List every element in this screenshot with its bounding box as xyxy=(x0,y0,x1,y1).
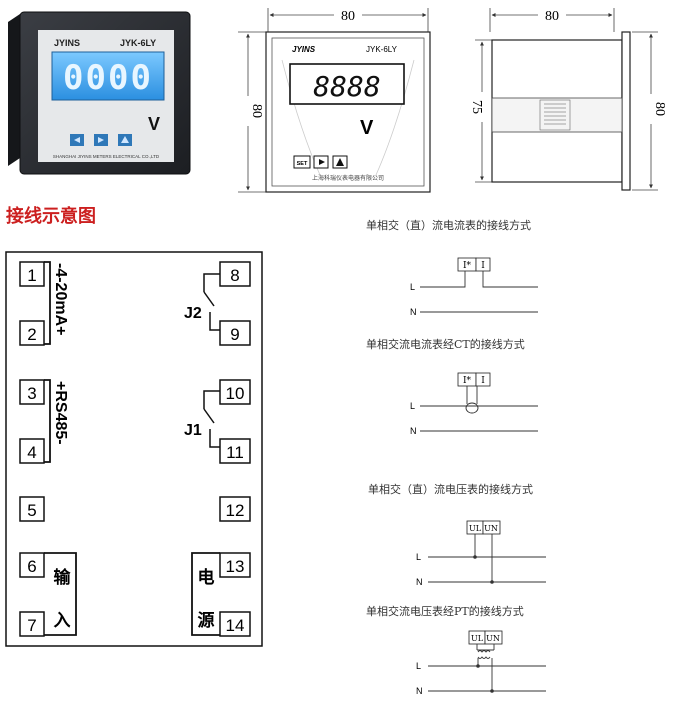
label-4-20ma: -4-20mA+ xyxy=(52,263,69,335)
pt-coil-top xyxy=(477,650,491,653)
side-body-height-label: 75 xyxy=(469,100,484,114)
label-power-1: 电 xyxy=(198,567,215,588)
terminal-box-right-6 xyxy=(219,611,251,637)
relay-j1-label: J1 xyxy=(184,422,202,439)
label-power-2: 源 xyxy=(198,610,215,631)
terminal-number: 5 xyxy=(27,501,36,520)
terminal-box-right-4 xyxy=(219,496,251,522)
terminal-box-left-2 xyxy=(19,379,45,405)
terminal-number: 3 xyxy=(27,384,36,403)
scheme-1-n: N xyxy=(410,307,417,317)
scheme-3-l: L xyxy=(416,552,421,562)
terminal-number: 13 xyxy=(226,557,245,576)
front-set-label: SET xyxy=(297,161,308,167)
terminal-number: 10 xyxy=(226,384,245,403)
scheme-voltage-direct: 单相交（直）流电压表的接线方式 UL UN L N xyxy=(368,482,546,587)
scheme-1-box2: I xyxy=(481,261,485,271)
terminal-box-left-1 xyxy=(19,320,45,346)
scheme-1-title: 单相交（直）流电流表的接线方式 xyxy=(366,218,531,232)
up-arrow-icon xyxy=(336,158,344,166)
meter-lcd xyxy=(51,51,165,101)
terminal-number: 6 xyxy=(27,557,36,576)
side-clip xyxy=(491,97,623,133)
label-input-1: 输 xyxy=(54,567,72,588)
meter-brand: JYINS xyxy=(54,38,80,48)
right-arrow-icon xyxy=(319,159,325,165)
front-model: JYK-6LY xyxy=(366,45,398,54)
side-overall-height-label: 80 xyxy=(652,102,667,116)
scheme-2-l: L xyxy=(410,401,415,411)
terminal-box-right-0 xyxy=(219,261,251,287)
scheme-1-box1: I* xyxy=(463,261,472,271)
scheme-4-n: N xyxy=(416,686,423,696)
front-set-button xyxy=(293,155,311,169)
terminal-box-left-4 xyxy=(19,496,45,522)
up-arrow-icon xyxy=(121,136,129,143)
terminal-box-left-0 xyxy=(19,261,45,287)
scheme-1-l: L xyxy=(410,282,415,292)
scheme-3-title: 单相交（直）流电压表的接线方式 xyxy=(368,482,533,496)
terminal-box-left-3 xyxy=(19,438,45,464)
front-manufacturer: 上海科瑞仪表电器有限公司 xyxy=(312,174,384,182)
scheme-2-box1: I* xyxy=(463,376,472,386)
terminal-number: 7 xyxy=(27,616,36,635)
scheme-4-title: 单相交流电压表经PT的接线方式 xyxy=(366,604,524,618)
terminal-number: 9 xyxy=(230,325,239,344)
terminal-number: 14 xyxy=(226,616,245,635)
terminal-box-right-2 xyxy=(219,379,251,405)
side-width-label: 80 xyxy=(545,9,559,24)
terminal-box-left-5 xyxy=(19,552,45,578)
side-bezel xyxy=(621,31,631,191)
front-height-label: 80 xyxy=(249,104,264,118)
scheme-3-box1: UL xyxy=(469,524,482,533)
scheme-2-box2: I xyxy=(481,376,485,386)
terminal-box-right-1 xyxy=(219,320,251,346)
scheme-4-box1: UL xyxy=(471,634,484,643)
front-display-digits: 8888 xyxy=(313,70,380,103)
meter-unit: V xyxy=(148,114,160,134)
scheme-3-n: N xyxy=(416,577,423,587)
terminal-box-right-3 xyxy=(219,438,251,464)
terminal-number: 11 xyxy=(226,443,244,462)
meter-side-shadow xyxy=(8,14,20,166)
scheme-4-box2: UN xyxy=(486,634,500,643)
scheme-4-l: L xyxy=(416,661,421,671)
side-dimension-drawing: 80 75 80 xyxy=(469,8,667,191)
meter-model: JYK-6LY xyxy=(120,38,156,48)
pt-coil-bottom xyxy=(477,656,491,659)
front-unit: V xyxy=(360,117,374,139)
terminal-number: 1 xyxy=(27,266,36,285)
left-arrow-icon xyxy=(74,137,80,143)
terminal-number: 4 xyxy=(27,443,36,462)
terminal-box-right-5 xyxy=(219,552,251,578)
scheme-current-ct: 单相交流电流表经CT的接线方式 I* I L N xyxy=(366,337,538,436)
front-width-label: 80 xyxy=(341,9,355,24)
right-arrow-icon xyxy=(98,137,104,143)
front-brand: JYINS xyxy=(292,45,316,54)
terminal-number: 12 xyxy=(226,501,245,520)
terminal-number: 2 xyxy=(27,325,36,344)
label-rs485: +RS485- xyxy=(52,381,69,445)
terminal-number: 8 xyxy=(230,266,239,285)
wiring-title: 接线示意图 xyxy=(6,205,96,227)
relay-j2-label: J2 xyxy=(184,305,202,322)
meter-manufacturer: SHANGHAI JIYINS METERS ELECTRICAL CO.,LT… xyxy=(53,154,160,159)
terminal-box-left-6 xyxy=(19,611,45,637)
front-dimension-drawing: 80 80 JYINS JYK-6LY 8888 V SET 上海科瑞仪表电器有… xyxy=(238,8,431,193)
meter-photo: JYINS JYK-6LY 0000 V SHANGHAI JIYINS MET… xyxy=(8,11,191,175)
meter-lcd-digits: 0000 xyxy=(63,58,153,98)
scheme-2-n: N xyxy=(410,426,417,436)
front-display xyxy=(289,63,405,105)
scheme-voltage-pt: 单相交流电压表经PT的接线方式 UL UN L N xyxy=(366,604,546,696)
ct-coil xyxy=(465,402,479,414)
scheme-3-box2: UN xyxy=(484,524,498,533)
label-input-2: 入 xyxy=(54,611,71,631)
scheme-current-direct: 单相交（直）流电流表的接线方式 I* I L N xyxy=(366,218,538,317)
scheme-2-title: 单相交流电流表经CT的接线方式 xyxy=(366,337,525,351)
